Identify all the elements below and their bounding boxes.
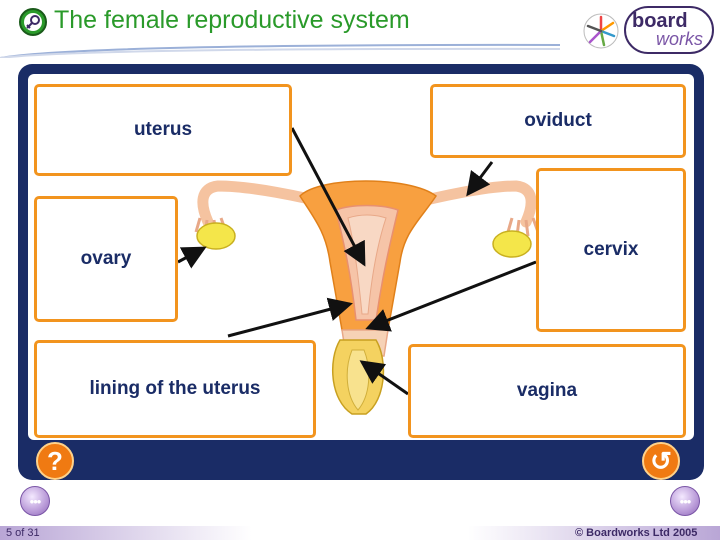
arrow-oviduct bbox=[466, 161, 494, 197]
frame-footer-bar bbox=[28, 440, 694, 470]
right-ovary bbox=[492, 230, 532, 258]
label-ovary: ovary bbox=[34, 196, 178, 322]
copyright-notice: © Boardworks Ltd 2005 bbox=[575, 527, 698, 539]
help-button[interactable]: ? bbox=[36, 442, 74, 480]
arrow-lining bbox=[227, 297, 353, 338]
arrow-uterus bbox=[290, 127, 366, 267]
footer-band bbox=[0, 526, 720, 540]
label-oviduct: oviduct bbox=[430, 84, 686, 158]
arrow-ovary bbox=[177, 246, 207, 269]
arrow-cervix bbox=[365, 260, 537, 332]
nav-dots-icon: ••• bbox=[29, 493, 42, 509]
logo-text-works: works bbox=[656, 29, 704, 49]
label-lining: lining of the uterus bbox=[34, 340, 316, 438]
label-cervix: cervix bbox=[536, 168, 686, 332]
label-vagina: vagina bbox=[408, 344, 686, 438]
boardworks-logo: board works bbox=[582, 6, 716, 58]
right-fimbriae bbox=[506, 217, 540, 237]
header-rule bbox=[0, 43, 560, 58]
slide-counter: 5 of 31 bbox=[6, 527, 40, 539]
female-symbol-icon bbox=[19, 8, 47, 36]
logo-text-board: board bbox=[632, 10, 688, 32]
left-ovary bbox=[196, 222, 236, 250]
page-title: The female reproductive system bbox=[54, 6, 410, 34]
logo-burst-icon bbox=[583, 13, 619, 49]
reset-button[interactable]: ↺ bbox=[642, 442, 680, 480]
nav-dots-icon: ••• bbox=[679, 493, 692, 509]
next-slide-button[interactable]: ••• bbox=[670, 486, 700, 516]
label-uterus: uterus bbox=[34, 84, 292, 176]
arrow-vagina bbox=[359, 360, 409, 396]
previous-slide-button[interactable]: ••• bbox=[20, 486, 50, 516]
